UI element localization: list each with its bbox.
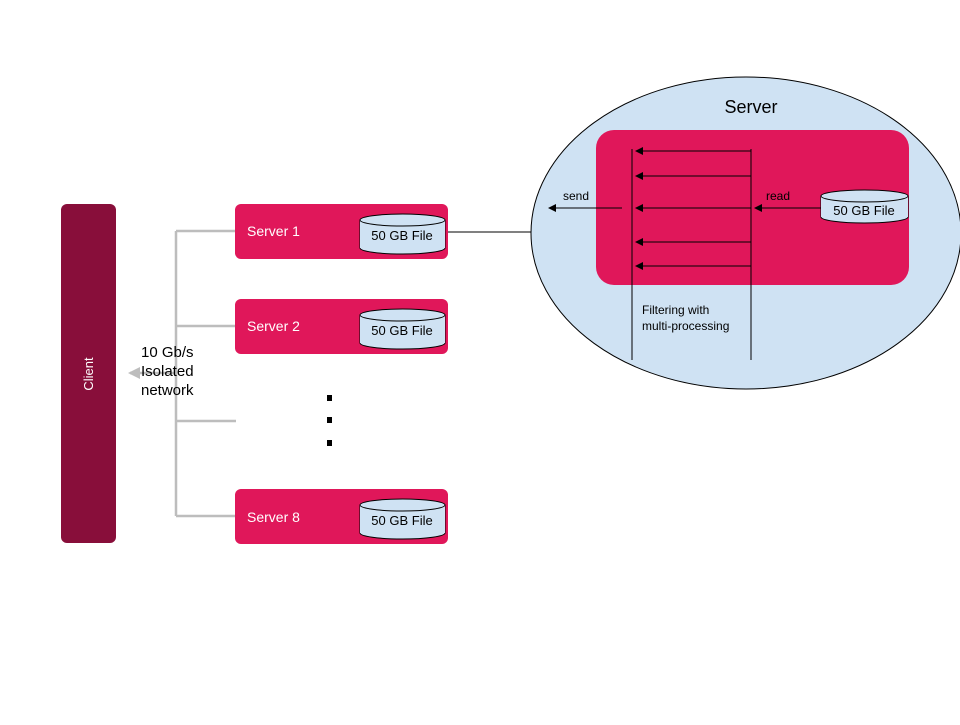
worker-arrows	[635, 147, 751, 270]
network-type: Isolated	[141, 363, 194, 380]
client-label: Client	[81, 357, 96, 391]
filter-caption-line1: Filtering with	[642, 303, 709, 317]
send-label: send	[563, 189, 589, 203]
process-lines	[631, 149, 752, 360]
disk-label: 50 GB File	[371, 228, 432, 243]
disk-label: 50 GB File	[371, 513, 432, 528]
server-label: Server 8	[247, 509, 300, 525]
network-connectors	[128, 229, 236, 518]
network-speed: 10 Gb/s	[141, 344, 194, 361]
detail-disk-icon	[820, 189, 909, 224]
read-label: read	[766, 189, 790, 203]
vertical-dots-icon	[327, 395, 332, 446]
server-label: Server 1	[247, 223, 300, 239]
detail-disk-label: 50 GB File	[833, 203, 894, 218]
filter-caption-line2: multi-processing	[642, 319, 729, 333]
disk-icon	[359, 498, 446, 540]
disk-icon	[359, 308, 446, 350]
network-label: 10 Gb/s Isolated network	[141, 344, 194, 399]
server-label: Server 2	[247, 318, 300, 334]
network-word: network	[141, 382, 194, 399]
server-node: Server 1 50 GB File	[235, 204, 448, 259]
server-detail-box	[596, 130, 909, 285]
disk-label: 50 GB File	[371, 323, 432, 338]
server-detail-title: Server	[724, 97, 777, 117]
client-box	[61, 204, 116, 543]
server-node: Server 2 50 GB File	[235, 299, 448, 354]
server-node: Server 8 50 GB File	[235, 489, 448, 544]
disk-icon	[359, 213, 446, 255]
